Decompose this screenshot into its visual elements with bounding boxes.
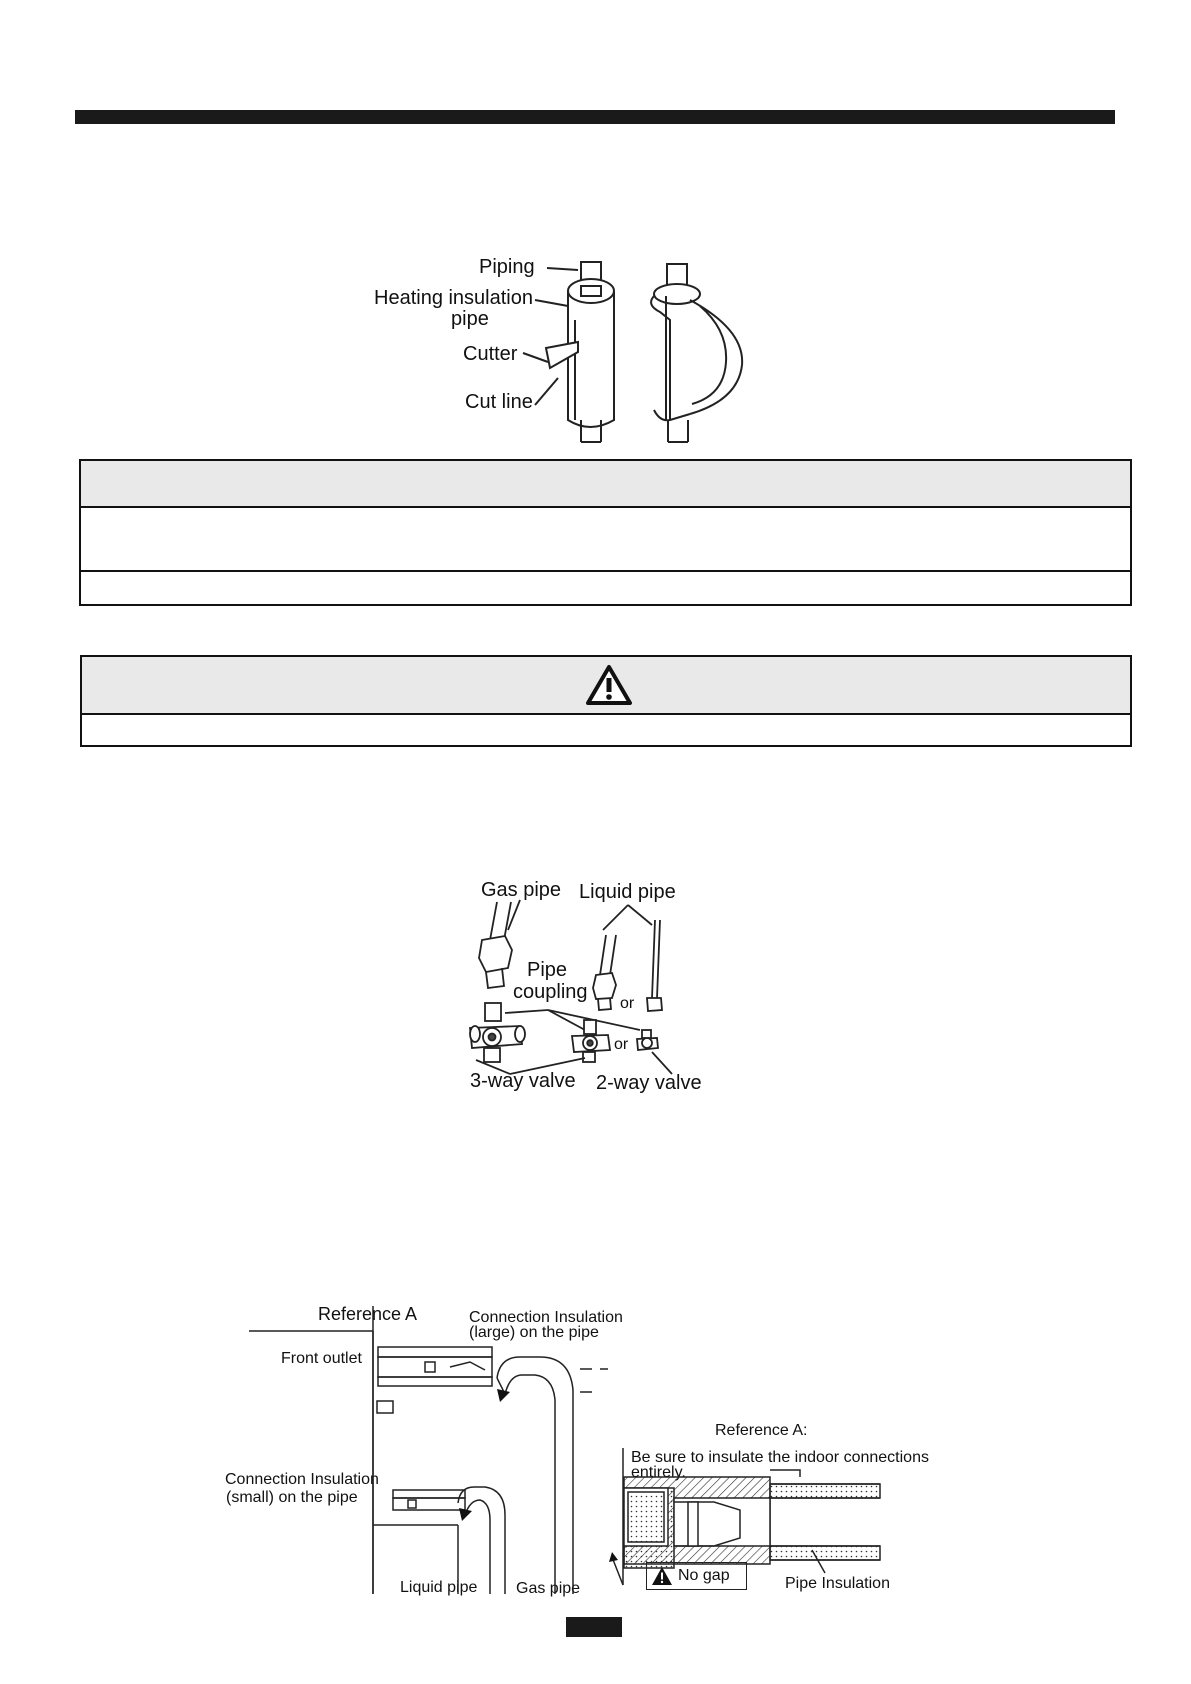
label-heating-insulation: Heating insulation — [374, 287, 533, 309]
label-insulate-note: Be sure to insulate the indoor connectio… — [631, 1449, 929, 1466]
label-heating-insulation-pipe: pipe — [451, 308, 489, 330]
label-or: or — [620, 995, 635, 1012]
label-cutter: Cutter — [463, 343, 518, 365]
header-bar — [75, 110, 1115, 124]
label-piping: Piping — [479, 256, 535, 278]
info-table-header — [81, 461, 1130, 506]
page-number-marker — [566, 1617, 622, 1637]
info-table-row — [81, 570, 1130, 604]
label-liquid-pipe: Liquid pipe — [579, 881, 676, 903]
label-pipe-insulation: Pipe Insulation — [785, 1575, 890, 1592]
label-gas-pipe: Gas pipe — [481, 879, 562, 901]
label-pipe-coupling: Pipe — [527, 959, 568, 981]
label-gas-pipe: Gas pipe — [516, 1580, 581, 1597]
label-front-outlet: Front outlet — [281, 1350, 362, 1367]
caution-table-row — [82, 713, 1130, 745]
label-or: or — [614, 1036, 629, 1053]
warning-triangle-icon — [586, 665, 632, 705]
info-table — [79, 459, 1132, 606]
label-three-way-valve: 3-way valve — [470, 1070, 576, 1092]
label-no-gap: No gap — [678, 1567, 730, 1584]
info-table-row — [81, 506, 1130, 570]
label-reference-a-detail: Reference A: — [715, 1422, 808, 1439]
label-two-way-valve: 2-way valve — [596, 1072, 702, 1094]
caution-table-header — [82, 657, 1130, 713]
label-connection-insulation-large: Connection Insulation — [469, 1309, 623, 1326]
label-reference-a: Reference A — [318, 1304, 418, 1324]
warning-triangle-icon — [652, 1567, 672, 1585]
label-pipe-coupling-2: coupling — [513, 981, 588, 1003]
label-connection-insulation-small-2: (small) on the pipe — [226, 1489, 358, 1506]
caution-table — [80, 655, 1132, 747]
label-connection-insulation-large-2: (large) on the pipe — [469, 1324, 599, 1341]
label-cut-line: Cut line — [465, 391, 533, 413]
label-connection-insulation-small: Connection Insulation — [225, 1471, 379, 1488]
